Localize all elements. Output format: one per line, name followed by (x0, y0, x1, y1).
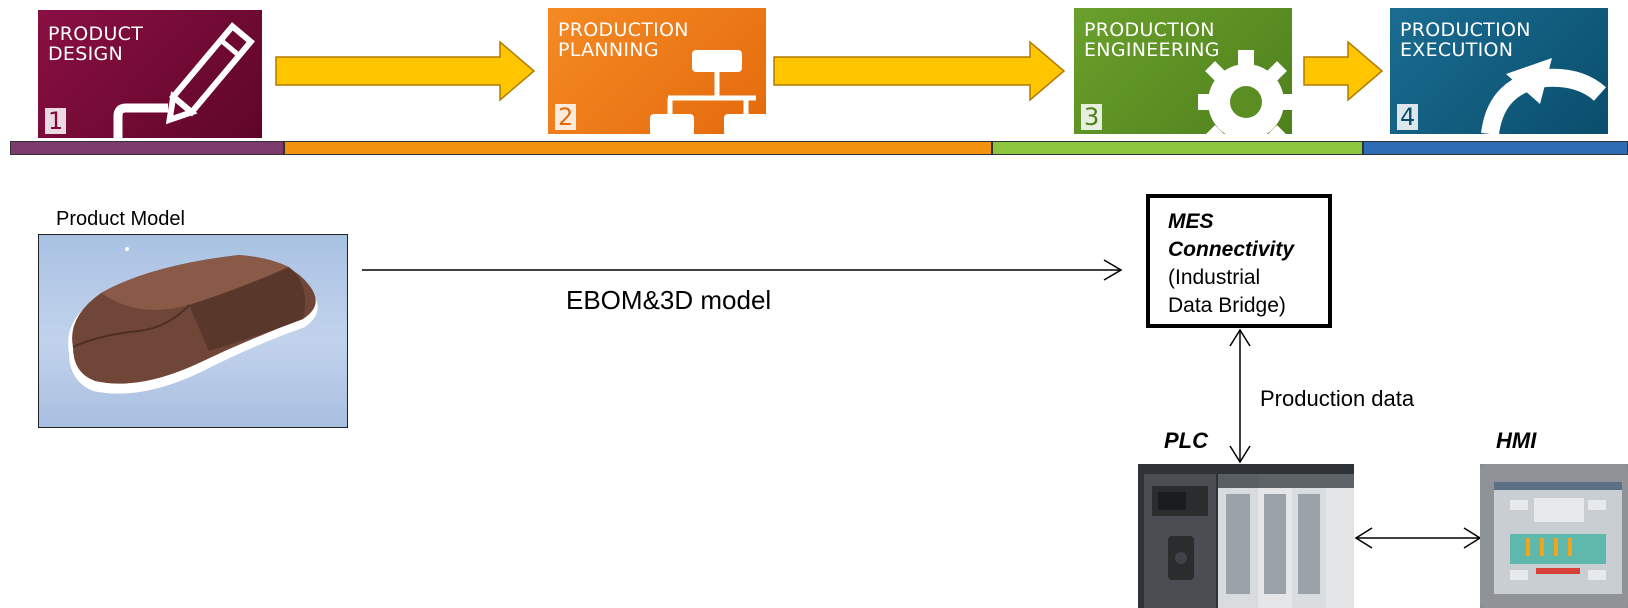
flow-arrow-3 (1303, 40, 1384, 102)
plc-image (1138, 464, 1354, 608)
mes-subtitle: Connectivity (1168, 238, 1295, 261)
stage-title-line2: PLANNING (558, 39, 659, 61)
flowchart-icon (650, 50, 766, 134)
stage-tile-product-design: PRODUCT DESIGN 1 (38, 10, 262, 138)
plc-label: PLC (1164, 428, 1208, 453)
mes-connectivity-box: MES Connectivity (Industrial Data Bridge… (1146, 194, 1332, 328)
flow-arrow-2 (773, 40, 1066, 102)
phase-bar-design (10, 141, 284, 155)
ebom-label: EBOM&3D model (566, 285, 772, 315)
stage-title-line1: PRODUCTION (558, 19, 689, 41)
stage-tile-production-engineering: PRODUCTION ENGINEERING 3 (1074, 8, 1292, 134)
pencil-icon (113, 22, 255, 138)
stage-title-line1: PRODUCTION (1084, 19, 1215, 41)
stage-number: 1 (45, 108, 67, 134)
ebom-arrow (362, 259, 1123, 281)
product-model-image (38, 234, 348, 428)
plc-hmi-arrow (1354, 527, 1482, 549)
production-data-arrow (1229, 328, 1251, 464)
hmi-image (1480, 464, 1628, 608)
stage-number: 2 (555, 104, 577, 130)
gear-icon (1198, 50, 1292, 134)
stage-title-line2: ENGINEERING (1084, 39, 1220, 61)
stage-tile-production-planning: PRODUCTION PLANNING 2 (548, 8, 766, 134)
stage-title-line2: DESIGN (48, 43, 124, 65)
phase-bar-engineering (992, 141, 1363, 155)
stage-title-line2: EXECUTION (1400, 39, 1514, 61)
hmi-label: HMI (1496, 428, 1537, 453)
flow-arrow-1 (275, 40, 536, 102)
mes-title: MES (1168, 210, 1214, 233)
stage-number: 3 (1081, 104, 1103, 130)
mes-detail-line1: (Industrial (1168, 266, 1261, 289)
phase-bar-planning (284, 141, 992, 155)
stage-number: 4 (1397, 104, 1419, 130)
phase-bar-execution (1363, 141, 1628, 155)
stage-title-line1: PRODUCTION (1400, 19, 1531, 41)
product-model-label: Product Model (56, 208, 185, 230)
mes-detail-line2: Data Bridge) (1168, 294, 1286, 317)
stage-tile-production-execution: PRODUCTION EXECUTION 4 (1390, 8, 1608, 134)
production-data-label: Production data (1260, 386, 1415, 411)
stage-title-line1: PRODUCT (48, 23, 144, 45)
cycle-arrow-icon (1481, 58, 1607, 134)
